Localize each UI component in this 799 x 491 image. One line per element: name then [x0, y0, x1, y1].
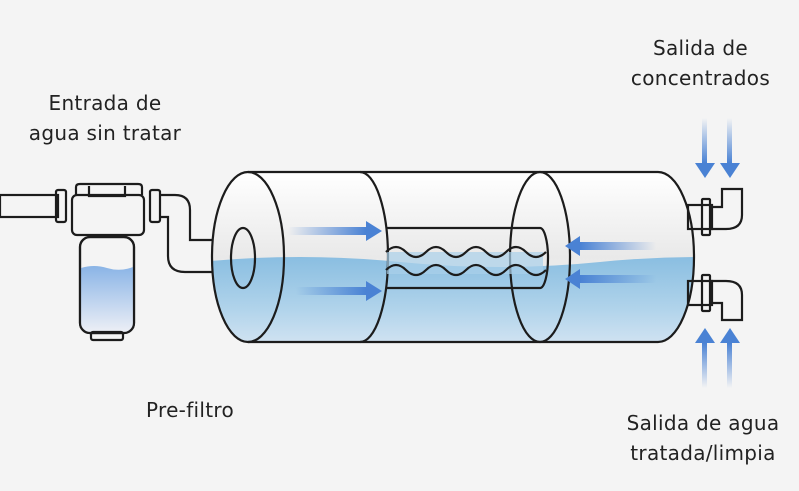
reject-arrow-bottom [565, 269, 656, 289]
concentrate-outlet-elbow [686, 118, 744, 237]
pre-filter [70, 182, 247, 342]
clean-label-line-1: Salida de agua [626, 411, 780, 435]
concentrate-label-line-2: concentrados [630, 66, 771, 90]
membrane-tube [385, 226, 550, 290]
clean-water-outlet-elbow [686, 273, 744, 388]
concentrate-outlet-label: Salida de concentrados [608, 33, 793, 93]
prefilter-label: Pre-filtro [145, 398, 235, 422]
feed-arrow-bottom [296, 281, 382, 301]
feed-arrow-top [288, 221, 382, 241]
reject-arrow-top [565, 236, 656, 256]
clean-outlet-label: Salida de agua tratada/limpia [608, 408, 798, 468]
clean-label-line-2: tratada/limpia [630, 441, 776, 465]
inlet-label-line-1: Entrada de [48, 91, 162, 115]
inlet-label: Entrada de agua sin tratar [15, 88, 195, 148]
inlet-pipe [0, 188, 68, 224]
concentrate-label-line-1: Salida de [652, 36, 749, 60]
inlet-label-line-2: agua sin tratar [28, 121, 182, 145]
